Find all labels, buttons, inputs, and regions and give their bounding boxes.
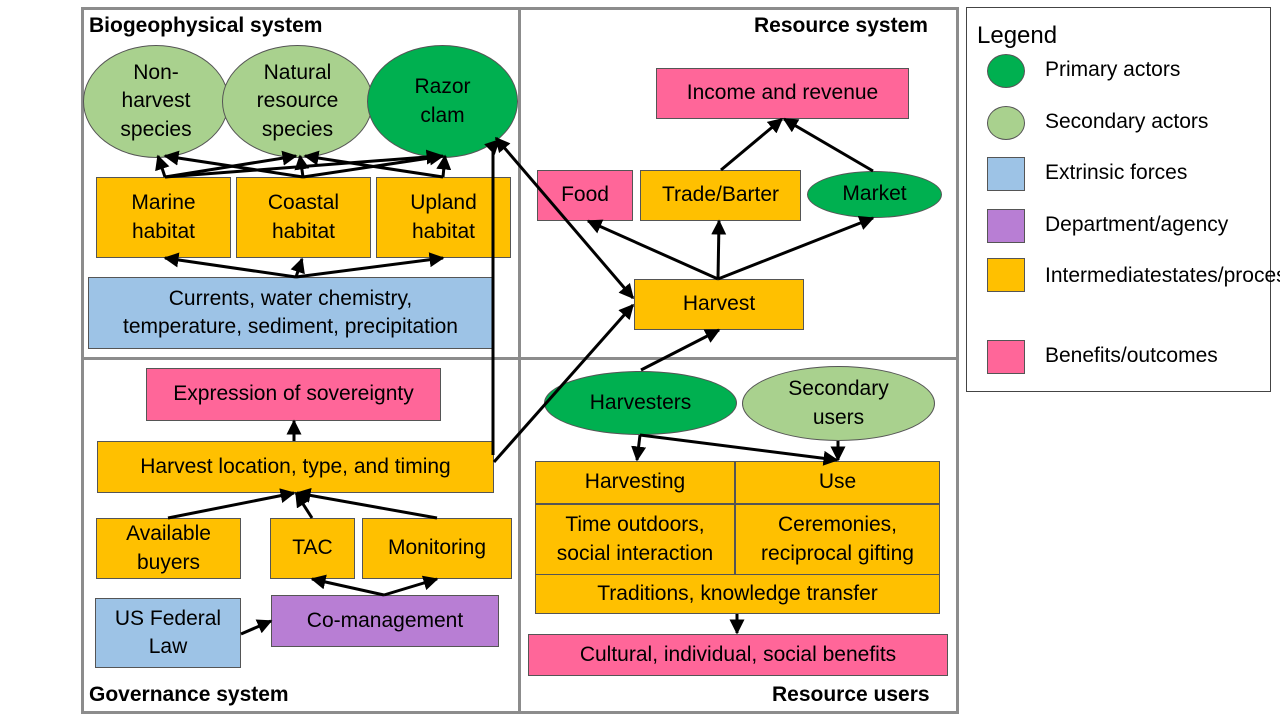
text-line: Ceremonies,: [777, 513, 898, 537]
legend-label-extrinsic: Extrinsic forces: [1045, 159, 1187, 187]
text-line: species: [120, 117, 192, 141]
razor-clam-node: Razor clam: [367, 45, 518, 158]
text-line: Cultural, individual, social benefits: [579, 642, 897, 666]
text-line: clam: [420, 103, 465, 127]
text-line: Law: [148, 635, 188, 658]
legend-title: Legend: [977, 22, 1058, 49]
natural-resource-species-node: Natural resource species: [222, 45, 373, 158]
secondary-users-node: Secondary users: [742, 366, 935, 441]
text-line: Secondary: [788, 377, 889, 401]
text-line: Upland: [410, 191, 477, 215]
text-line: Available: [126, 522, 211, 546]
text-line: Harvest: [682, 292, 756, 316]
text-line: Marine: [131, 191, 196, 215]
text-line: Intermediate: [1045, 264, 1162, 287]
coastal-habitat-node: Coastal habitat: [236, 177, 371, 258]
governance-title: Governance system: [89, 683, 289, 706]
text-line: Currents, water chemistry,: [168, 286, 413, 310]
legend-swatch-primary: [987, 54, 1025, 88]
text-line: Secondary actors: [1045, 110, 1209, 133]
food-node: Food: [537, 170, 633, 221]
legend-swatch-secondary: [987, 106, 1025, 140]
text-line: Co-management: [306, 608, 464, 632]
legend-label-primary: Primary actors: [1045, 56, 1180, 84]
legend-swatch-benefits: [987, 340, 1025, 374]
text-line: Food: [561, 183, 609, 207]
legend-swatch-intermediate: [987, 258, 1025, 292]
text-line: Use: [818, 470, 857, 494]
text-line: Harvest location, type, and timing: [140, 454, 451, 478]
text-line: Harvesting: [584, 470, 686, 494]
text-line: Time outdoors,: [565, 513, 705, 537]
text-line: Trade/Barter: [661, 183, 780, 207]
text-line: Traditions, knowledge transfer: [597, 581, 878, 605]
text-line: Harvesters: [589, 390, 692, 414]
upland-habitat-node: Upland habitat: [376, 177, 511, 258]
text-line: Market: [842, 182, 907, 206]
text-line: Monitoring: [387, 536, 487, 560]
legend: Legend Primary actors Secondary actors E…: [966, 7, 1280, 392]
text-line: Expression of sovereignty: [173, 382, 414, 406]
text-line: states/processes: [1161, 264, 1280, 287]
expression-of-sovereignty-node: Expression of sovereignty: [146, 368, 441, 421]
trade-barter-node: Trade/Barter: [640, 170, 801, 221]
legend-label-benefits: Benefits/outcomes: [1045, 342, 1218, 370]
resource-system-title: Resource system: [754, 14, 928, 37]
co-management-node: Co-management: [271, 595, 499, 647]
available-buyers-node: Available buyers: [96, 518, 241, 579]
harvest-location-node: Harvest location, type, and timing: [97, 441, 494, 493]
text-line: Non-: [133, 60, 179, 84]
text-line: reciprocal gifting: [761, 541, 914, 565]
text-line: Benefits/outcomes: [1045, 344, 1218, 367]
tac-node: TAC: [270, 518, 355, 579]
text-line: users: [812, 405, 865, 429]
currents-node: Currents, water chemistry, temperature, s…: [88, 277, 493, 349]
text-line: buyers: [136, 550, 201, 574]
income-revenue-node: Income and revenue: [656, 68, 909, 119]
text-line: TAC: [292, 536, 333, 560]
legend-label-intermediate: Intermediatestates/processes: [1045, 262, 1280, 290]
text-line: Razor: [414, 75, 471, 99]
legend-swatch-extrinsic: [987, 157, 1025, 191]
ceremonies-node: Ceremonies, reciprocal gifting: [735, 504, 940, 575]
nonharvest-species-node: Non-harvest species: [83, 45, 229, 158]
text-line: habitat: [131, 219, 196, 243]
marine-habitat-node: Marine habitat: [96, 177, 231, 258]
market-node: Market: [807, 171, 942, 218]
legend-label-department: Department/agency: [1045, 211, 1228, 239]
monitoring-node: Monitoring: [362, 518, 512, 579]
use-node: Use: [735, 461, 940, 504]
text-line: species: [261, 117, 334, 141]
harvest-node: Harvest: [634, 279, 804, 330]
text-line: temperature, sediment, precipitation: [122, 315, 458, 338]
text-line: social interaction: [556, 541, 714, 565]
time-outdoors-node: Time outdoors, social interaction: [535, 504, 735, 575]
legend-label-secondary: Secondary actors: [1045, 108, 1208, 136]
harvesting-node: Harvesting: [535, 461, 735, 504]
traditions-node: Traditions, knowledge transfer: [535, 574, 940, 614]
text-line: US Federal: [114, 606, 222, 630]
text-line: habitat: [411, 219, 476, 243]
text-line: resource: [256, 89, 339, 113]
resource-users-quadrant: [518, 357, 959, 714]
text-line: habitat: [271, 219, 336, 243]
text-line: Primary actors: [1045, 58, 1181, 81]
text-line: Income and revenue: [686, 81, 879, 105]
legend-swatch-department: [987, 209, 1025, 243]
cultural-benefits-node: Cultural, individual, social benefits: [528, 634, 948, 676]
resource-users-title: Resource users: [772, 683, 930, 706]
biogeophysical-title: Biogeophysical system: [89, 14, 323, 37]
text-line: Natural: [263, 60, 332, 84]
text-line: harvest: [121, 89, 191, 113]
text-line: Coastal: [267, 191, 340, 215]
harvesters-node: Harvesters: [544, 371, 737, 435]
text-line: Department/agency: [1045, 213, 1229, 236]
text-line: Extrinsic forces: [1045, 161, 1188, 184]
